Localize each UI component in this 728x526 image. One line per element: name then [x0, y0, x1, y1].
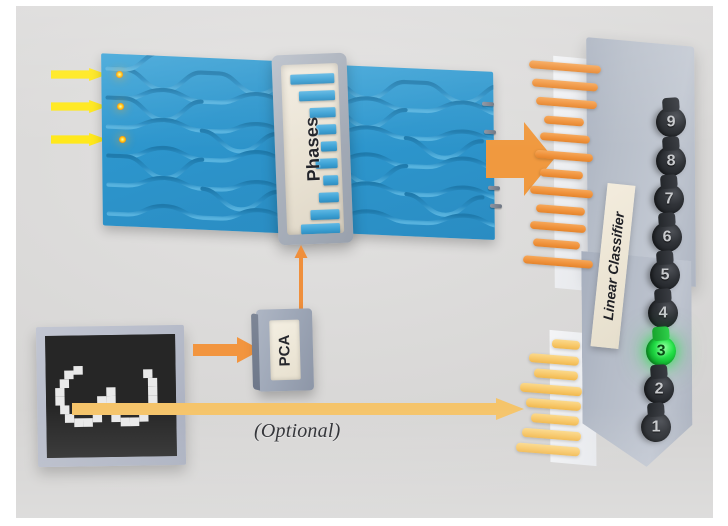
- input-coupler-2: [117, 103, 124, 110]
- pca-tag: PCA: [269, 319, 301, 381]
- pca-label: PCA: [276, 333, 294, 367]
- phase-bar: [300, 223, 341, 235]
- class-led-label: 6: [662, 228, 672, 245]
- optical-input-beam-1: [51, 68, 107, 81]
- class-led-label: 5: [660, 266, 670, 283]
- input-coupler-3: [119, 136, 126, 143]
- class-led-label: 9: [666, 113, 676, 130]
- output-pigtail-1: [481, 101, 495, 107]
- optical-input-beam-3: [51, 133, 107, 146]
- class-led-label: 1: [651, 418, 661, 435]
- class-led-label: 7: [664, 190, 674, 207]
- pca-module: PCA: [255, 308, 315, 392]
- mnist-to-pca-arrow: [193, 337, 261, 363]
- phases-panel: Phases: [280, 62, 345, 236]
- phases-module: Phases: [271, 52, 354, 246]
- photonic-chip-left: [101, 53, 317, 235]
- phase-bar: [298, 90, 336, 102]
- mnist-image-frame: [35, 324, 187, 468]
- class-led-label: 2: [654, 380, 664, 397]
- class-led-label: 4: [658, 304, 668, 321]
- optional-path-label: (Optional): [254, 420, 341, 442]
- optional-direct-path-arrow: [72, 398, 524, 420]
- phase-bar: [318, 192, 340, 203]
- output-pigtail-5: [489, 203, 503, 209]
- class-led-label: 8: [666, 152, 676, 169]
- phase-bar: [323, 175, 339, 186]
- rendered-scene: Phases: [16, 6, 713, 518]
- mnist-digit-image: [45, 333, 177, 459]
- mzi-mesh-left: [105, 53, 315, 225]
- optical-input-beam-2: [51, 100, 107, 113]
- class-led-label: 3: [656, 342, 666, 359]
- phase-bar: [290, 73, 335, 85]
- phases-label: Phases: [300, 116, 324, 182]
- input-coupler-1: [116, 71, 123, 78]
- linear-classifier-label: Linear Classifier: [599, 210, 627, 322]
- pca-to-phases-arrow: [294, 245, 308, 317]
- phase-bar: [310, 209, 340, 221]
- chip-to-classifier-arrow: [486, 122, 554, 196]
